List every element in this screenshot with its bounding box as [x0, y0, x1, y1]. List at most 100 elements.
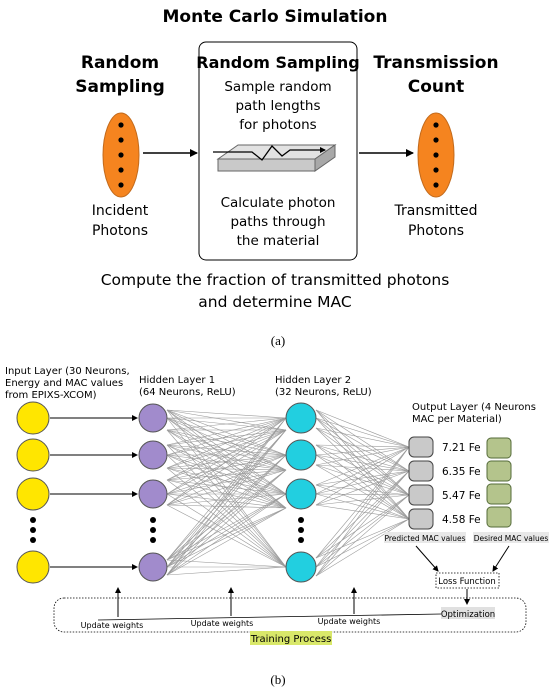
- network-edge: [315, 446, 410, 456]
- network-edge: [315, 417, 410, 472]
- network-edge: [166, 429, 287, 495]
- update-weights-label: Update weights: [318, 617, 381, 626]
- panel-b-label: (b): [270, 672, 285, 687]
- output-value: 7.21 Fe: [442, 442, 481, 454]
- desired-box: [486, 437, 512, 459]
- output-layer-title-line1: Output Layer (4 Neurons: [412, 402, 536, 413]
- output-neuron: [408, 460, 434, 482]
- hidden2-neuron: [285, 478, 317, 510]
- incident-photon-dots: [118, 122, 124, 188]
- right-heading-line1: Transmission: [373, 53, 498, 73]
- network-edge: [166, 417, 287, 506]
- panel-a-title: Monte Carlo Simulation: [163, 7, 388, 27]
- desired-mac-label: Desired MAC values: [474, 534, 549, 543]
- desired-box: [486, 460, 512, 482]
- network-edge: [166, 566, 287, 576]
- network-edge: [315, 464, 410, 472]
- network-edge: [315, 470, 410, 495]
- network-edge: [315, 446, 410, 495]
- network-edge: [315, 444, 410, 448]
- network-edge: [315, 446, 410, 577]
- hidden1-neuron: [138, 403, 168, 433]
- network-edge: [166, 469, 287, 576]
- input-neuron: [16, 401, 50, 435]
- network-edge: [315, 493, 410, 496]
- input-neuron: [16, 477, 50, 511]
- output-value: 6.35 Fe: [442, 466, 481, 478]
- panel-a-footer-line1: Compute the fraction of transmitted phot…: [101, 271, 450, 289]
- hidden-layer-2-title-line1: Hidden Layer 2: [275, 375, 351, 386]
- network-edge: [315, 518, 410, 559]
- network-edge: [166, 493, 287, 506]
- desired-box: [486, 506, 512, 528]
- network-edge: [315, 484, 410, 496]
- network-edge: [315, 409, 410, 448]
- update-weight-arrows: [115, 587, 357, 617]
- right-caption-line1: Transmitted: [393, 203, 477, 219]
- arrow-desired-to-loss: [492, 545, 510, 572]
- output-layer-title-line2: MAC per Material): [412, 414, 502, 425]
- hidden-layer-2-title-line2: (32 Neurons, ReLU): [275, 387, 372, 398]
- network-edge: [315, 417, 410, 520]
- hidden2-neuron: [285, 551, 317, 583]
- input-layer-title-line1: Input Layer (30 Neurons,: [5, 366, 130, 377]
- network-edge: [166, 559, 287, 568]
- network-edge: [166, 507, 287, 568]
- network-edge: [166, 417, 287, 446]
- left-heading-line2: Sampling: [75, 77, 165, 97]
- panel-a-label: (a): [271, 333, 285, 348]
- network-edge: [315, 427, 410, 472]
- desired-label-bg: [473, 532, 549, 543]
- network-edge: [166, 417, 287, 431]
- network-edge: [166, 429, 287, 568]
- center-top-line1: Sample random: [224, 79, 331, 95]
- network-edge: [166, 429, 287, 481]
- network-edge: [166, 429, 287, 561]
- network-edge: [315, 417, 410, 496]
- output-neuron: [408, 436, 434, 458]
- ellipsis-dots: [150, 517, 156, 543]
- photon-path: [213, 144, 326, 161]
- loss-function-box: [435, 572, 500, 589]
- input-layer-title-line3: from EPIXS-XCOM): [5, 390, 97, 401]
- update-weights-label: Update weights: [81, 621, 144, 630]
- input-to-hidden-arrows: [50, 415, 138, 570]
- network-edge: [315, 409, 410, 520]
- update-weights-label: Update weights: [191, 619, 254, 628]
- loss-function-label: Loss Function: [438, 577, 496, 587]
- network-edge: [166, 429, 287, 456]
- network-edge: [166, 417, 287, 481]
- network-edge: [315, 493, 410, 520]
- left-caption-line2: Photons: [92, 223, 148, 239]
- output-neuron: [408, 508, 434, 530]
- network-edge: [166, 454, 287, 471]
- network-edge: [315, 446, 410, 568]
- network-edge: [315, 427, 410, 448]
- feedback-line: [97, 613, 442, 621]
- network-edge: [315, 446, 410, 486]
- hidden-layer-2-neurons: [285, 402, 317, 583]
- right-heading-line2: Count: [408, 77, 465, 97]
- center-bottom-line2: paths through: [230, 214, 325, 230]
- network-edge: [315, 446, 410, 466]
- network-edge: [166, 469, 287, 481]
- network-edge: [166, 454, 287, 506]
- network-edge: [315, 464, 410, 520]
- center-bottom-line3: the material: [237, 233, 320, 249]
- input-neurons: [16, 401, 50, 584]
- network-edge: [315, 417, 410, 448]
- network-edge: [166, 444, 287, 568]
- network-edge: [166, 417, 287, 576]
- network-edge: [315, 427, 410, 520]
- predicted-label-bg: [384, 532, 466, 543]
- output-neuron: [408, 484, 434, 506]
- training-process-label: Training Process: [250, 634, 332, 645]
- network-edge: [315, 518, 410, 568]
- network-edge: [166, 417, 287, 469]
- network-edge: [166, 429, 287, 576]
- network-edge: [166, 507, 287, 576]
- network-edge: [166, 417, 287, 568]
- network-edge: [166, 467, 287, 509]
- left-caption-line1: Incident: [92, 203, 149, 219]
- predicted-mac-label: Predicted MAC values: [384, 534, 465, 543]
